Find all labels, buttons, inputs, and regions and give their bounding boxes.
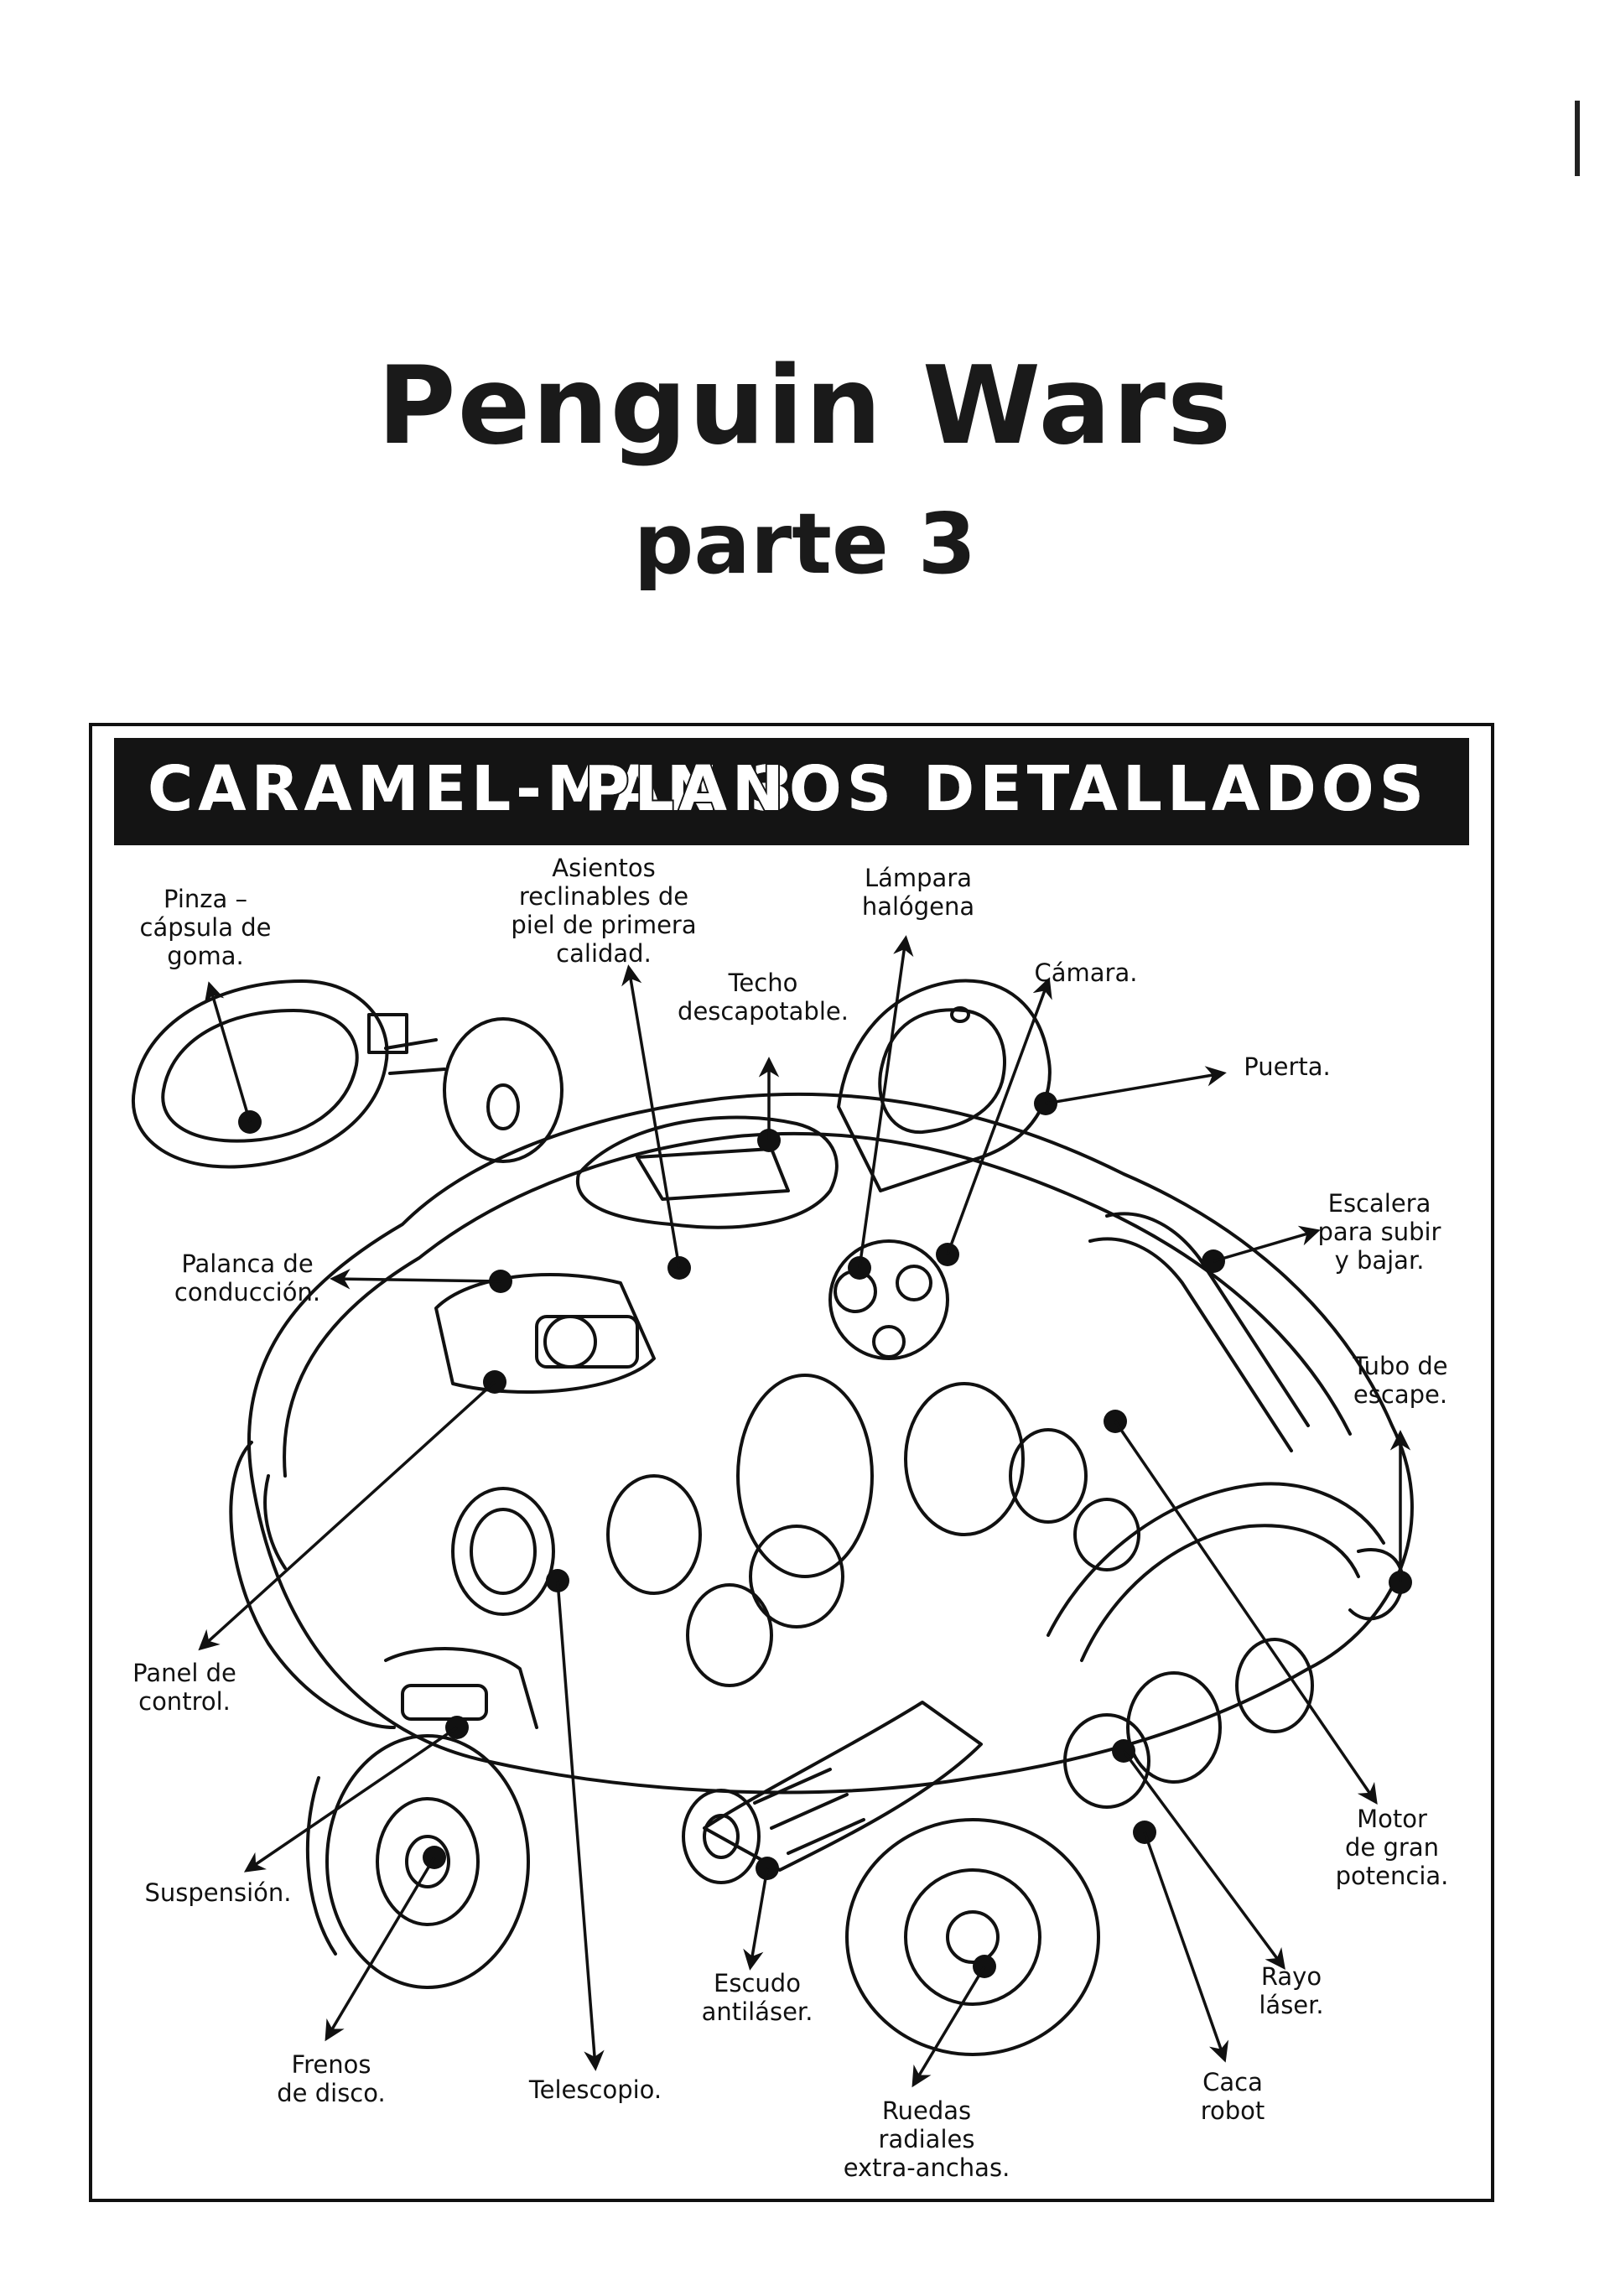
label-escudo: Escudo antiláser.	[701, 1969, 813, 2026]
label-rayo: Rayo láser.	[1259, 1962, 1324, 2019]
page-title: Penguin Wars	[377, 344, 1233, 469]
label-puerta: Puerta.	[1244, 1052, 1331, 1081]
label-asientos: Asientos reclinables de piel de primera …	[511, 854, 697, 968]
label-lampara: Lámpara halógena	[861, 864, 975, 921]
label-pinza: Pinza – cápsula de goma.	[139, 885, 272, 970]
blueprint-frame	[89, 723, 1494, 2202]
page-edge-mark	[1575, 101, 1580, 176]
banner-left-text: CARAMEL-MAN 3	[146, 751, 798, 827]
label-tubo: Tubo de escape.	[1353, 1352, 1448, 1409]
label-telescopio: Telescopio.	[528, 2075, 662, 2104]
label-escalera: Escalera para subir y bajar.	[1317, 1189, 1441, 1275]
label-ruedas: Ruedas radiales extra-anchas.	[843, 2096, 1010, 2182]
blueprint-banner: CARAMEL-MAN 3 PLANOS DETALLADOS	[114, 738, 1469, 845]
banner-right-text: PLANOS DETALLADOS	[582, 751, 1429, 827]
label-caca: Caca robot	[1200, 2068, 1265, 2125]
label-panel: Panel de control.	[132, 1659, 236, 1716]
page-subtitle: parte 3	[633, 495, 977, 593]
label-techo: Techo descapotable.	[678, 969, 849, 1026]
label-suspension: Suspensión.	[144, 1878, 292, 1907]
label-frenos: Frenos de disco.	[277, 2050, 386, 2107]
label-motor: Motor de gran potencia.	[1335, 1805, 1449, 1890]
label-palanca: Palanca de conducción.	[174, 1249, 321, 1306]
label-camara: Cámara.	[1034, 958, 1138, 987]
